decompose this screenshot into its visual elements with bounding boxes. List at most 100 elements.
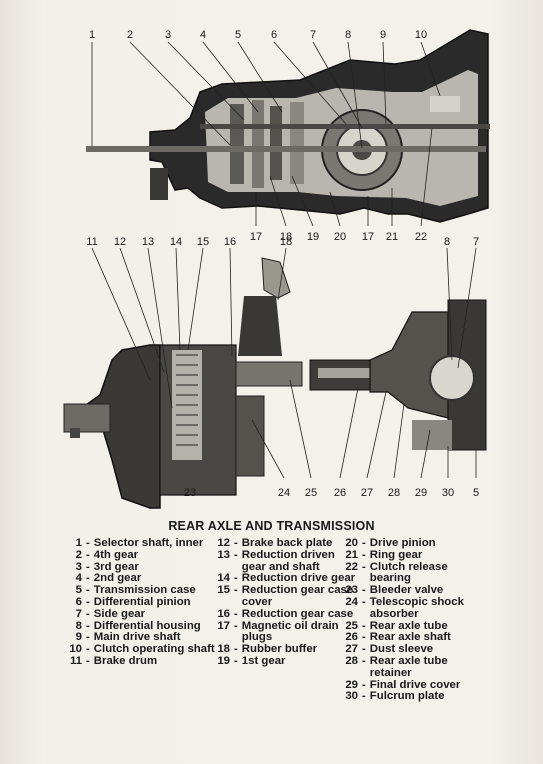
legend-item: 6-Differential pinion (60, 595, 220, 609)
legend-text: Dust sleeve (369, 643, 434, 656)
legend-text: Telescopic shock absorber (369, 595, 464, 620)
callout-label: 4 (200, 29, 206, 41)
legend-number: 23 (345, 584, 358, 597)
legend-text: Rear axle tube (369, 619, 448, 632)
legend-text: Main drive shaft (93, 631, 181, 644)
callout-label: 22 (415, 231, 427, 243)
callout-label: 5 (473, 487, 479, 499)
legend-item: 12-Brake back plate (208, 537, 358, 550)
legend-column-2: 12-Brake back plate 13-Reduction driven … (208, 537, 358, 668)
legend-text: Final drive cover (369, 678, 461, 691)
legend-text: Rear axle shaft (369, 631, 451, 644)
legend-text: Brake drum (93, 654, 158, 667)
legend-text: Brake back plate (241, 537, 333, 549)
legend-text: Magnetic oil drain plugs (241, 619, 339, 644)
callout-label: 9 (380, 29, 386, 41)
legend-item: 22-Clutch release bearing (336, 560, 486, 586)
legend-column-3: 20-Drive pinion 21-Ring gear 22-Clutch r… (336, 537, 486, 703)
legend-item: 23-Bleeder valve (336, 584, 486, 597)
legend-text: 1st gear (241, 654, 286, 667)
legend-text: Ring gear (369, 548, 423, 561)
legend-item: 30-Fulcrum plate (336, 691, 486, 703)
legend-number: 18 (217, 643, 230, 656)
callout-label: 15 (197, 236, 209, 248)
legend-text: Side gear (93, 607, 146, 620)
legend-text: Clutch operating shaft (93, 643, 215, 656)
callout-label: 13 (142, 236, 154, 248)
callout-label: 18 (280, 231, 292, 243)
bottom-callout-lines (91, 247, 477, 479)
callout-label: 25 (305, 487, 317, 499)
legend-item: 24-Telescopic shock absorber (336, 595, 486, 621)
legend-item: 15-Reduction gear case cover (208, 584, 358, 609)
legend-number: 26 (345, 631, 358, 644)
callout-label: 2 (127, 29, 133, 41)
callout-label: 24 (278, 487, 290, 499)
legend-item: 9-Main drive shaft (60, 632, 220, 644)
legend-item: 11-Brake drum (60, 654, 220, 668)
legend-text: Rear axle tube retainer (369, 654, 448, 679)
legend-number: 29 (345, 678, 358, 691)
legend-number: 24 (345, 595, 358, 608)
legend-number: 17 (217, 619, 230, 632)
legend-item: 20-Drive pinion (336, 537, 486, 550)
legend-text: Bleeder valve (369, 584, 444, 597)
legend-item: 3-3rd gear (60, 560, 220, 574)
legend-item: 4-2nd gear (60, 573, 220, 585)
callout-label: 3 (165, 29, 171, 41)
callout-label: 17 (250, 231, 262, 243)
callout-label: 26 (334, 487, 346, 499)
callout-label: 27 (361, 487, 373, 499)
legend-text: Differential pinion (93, 595, 191, 608)
legend-text: Rubber buffer (241, 643, 318, 656)
transmission-cutaway-illustration (86, 29, 490, 223)
legend-number: 2 (75, 548, 82, 561)
legend-item: 19-1st gear (208, 654, 358, 668)
legend-number: 7 (75, 607, 82, 620)
legend-item: 5-Transmission case (60, 584, 220, 597)
legend-number: 4 (75, 572, 82, 585)
legend-item: 27-Dust sleeve (336, 643, 486, 656)
legend-number: 25 (345, 619, 358, 632)
legend-number: 22 (345, 560, 358, 573)
callout-label: 6 (271, 29, 277, 41)
legend-number: 1 (75, 537, 82, 549)
legend-text: Differential housing (93, 619, 201, 632)
legend-item: 21-Ring gear (336, 548, 486, 562)
callout-label: 14 (170, 236, 182, 248)
callout-label: 8 (444, 236, 450, 248)
legend-number: 19 (217, 654, 230, 667)
legend-number: 13 (217, 548, 230, 561)
legend-text: Drive pinion (369, 537, 436, 549)
callout-label: 7 (310, 29, 316, 41)
legend-item: 29-Final drive cover (336, 678, 486, 692)
legend-number: 27 (345, 643, 358, 656)
legend-number: 11 (69, 654, 82, 667)
rear-axle-cutaway-illustration (63, 257, 487, 509)
callout-label: 20 (334, 231, 346, 243)
legend-number: 15 (217, 584, 230, 597)
legend-item: 8-Differential housing (60, 619, 220, 633)
bottom-callouts: 11 12 13 14 15 16 18 8 7 23 24 25 26 27 … (86, 236, 479, 499)
legend-item: 2-4th gear (60, 548, 220, 562)
callout-label: 12 (114, 236, 126, 248)
legend-number: 10 (69, 643, 82, 656)
callout-label: 10 (415, 29, 427, 41)
top-callouts: 1 2 3 4 5 6 7 8 9 10 17 18 19 20 17 21 2… (89, 29, 427, 243)
legend-text: 3rd gear (93, 560, 139, 573)
callout-label: 8 (345, 29, 351, 41)
callout-label: 11 (86, 236, 97, 248)
legend-item: 13-Reduction driven gear and shaft (208, 548, 358, 574)
legend-item: 25-Rear axle tube (336, 619, 486, 633)
legend-text: Reduction gear case cover (241, 584, 354, 608)
legend-item: 18-Rubber buffer (208, 643, 358, 656)
legend-text: Selector shaft, inner (93, 537, 204, 549)
legend-column-1: 1-Selector shaft, inner 2-4th gear 3-3rd… (60, 537, 220, 668)
legend-number: 5 (75, 584, 82, 597)
legend-text: Transmission case (93, 584, 196, 597)
legend-item: 16-Reduction gear case (208, 608, 358, 621)
callout-label: 30 (442, 487, 454, 499)
callout-label: 18 (280, 236, 292, 248)
legend-number: 3 (75, 560, 82, 573)
callout-label: 16 (224, 236, 236, 248)
